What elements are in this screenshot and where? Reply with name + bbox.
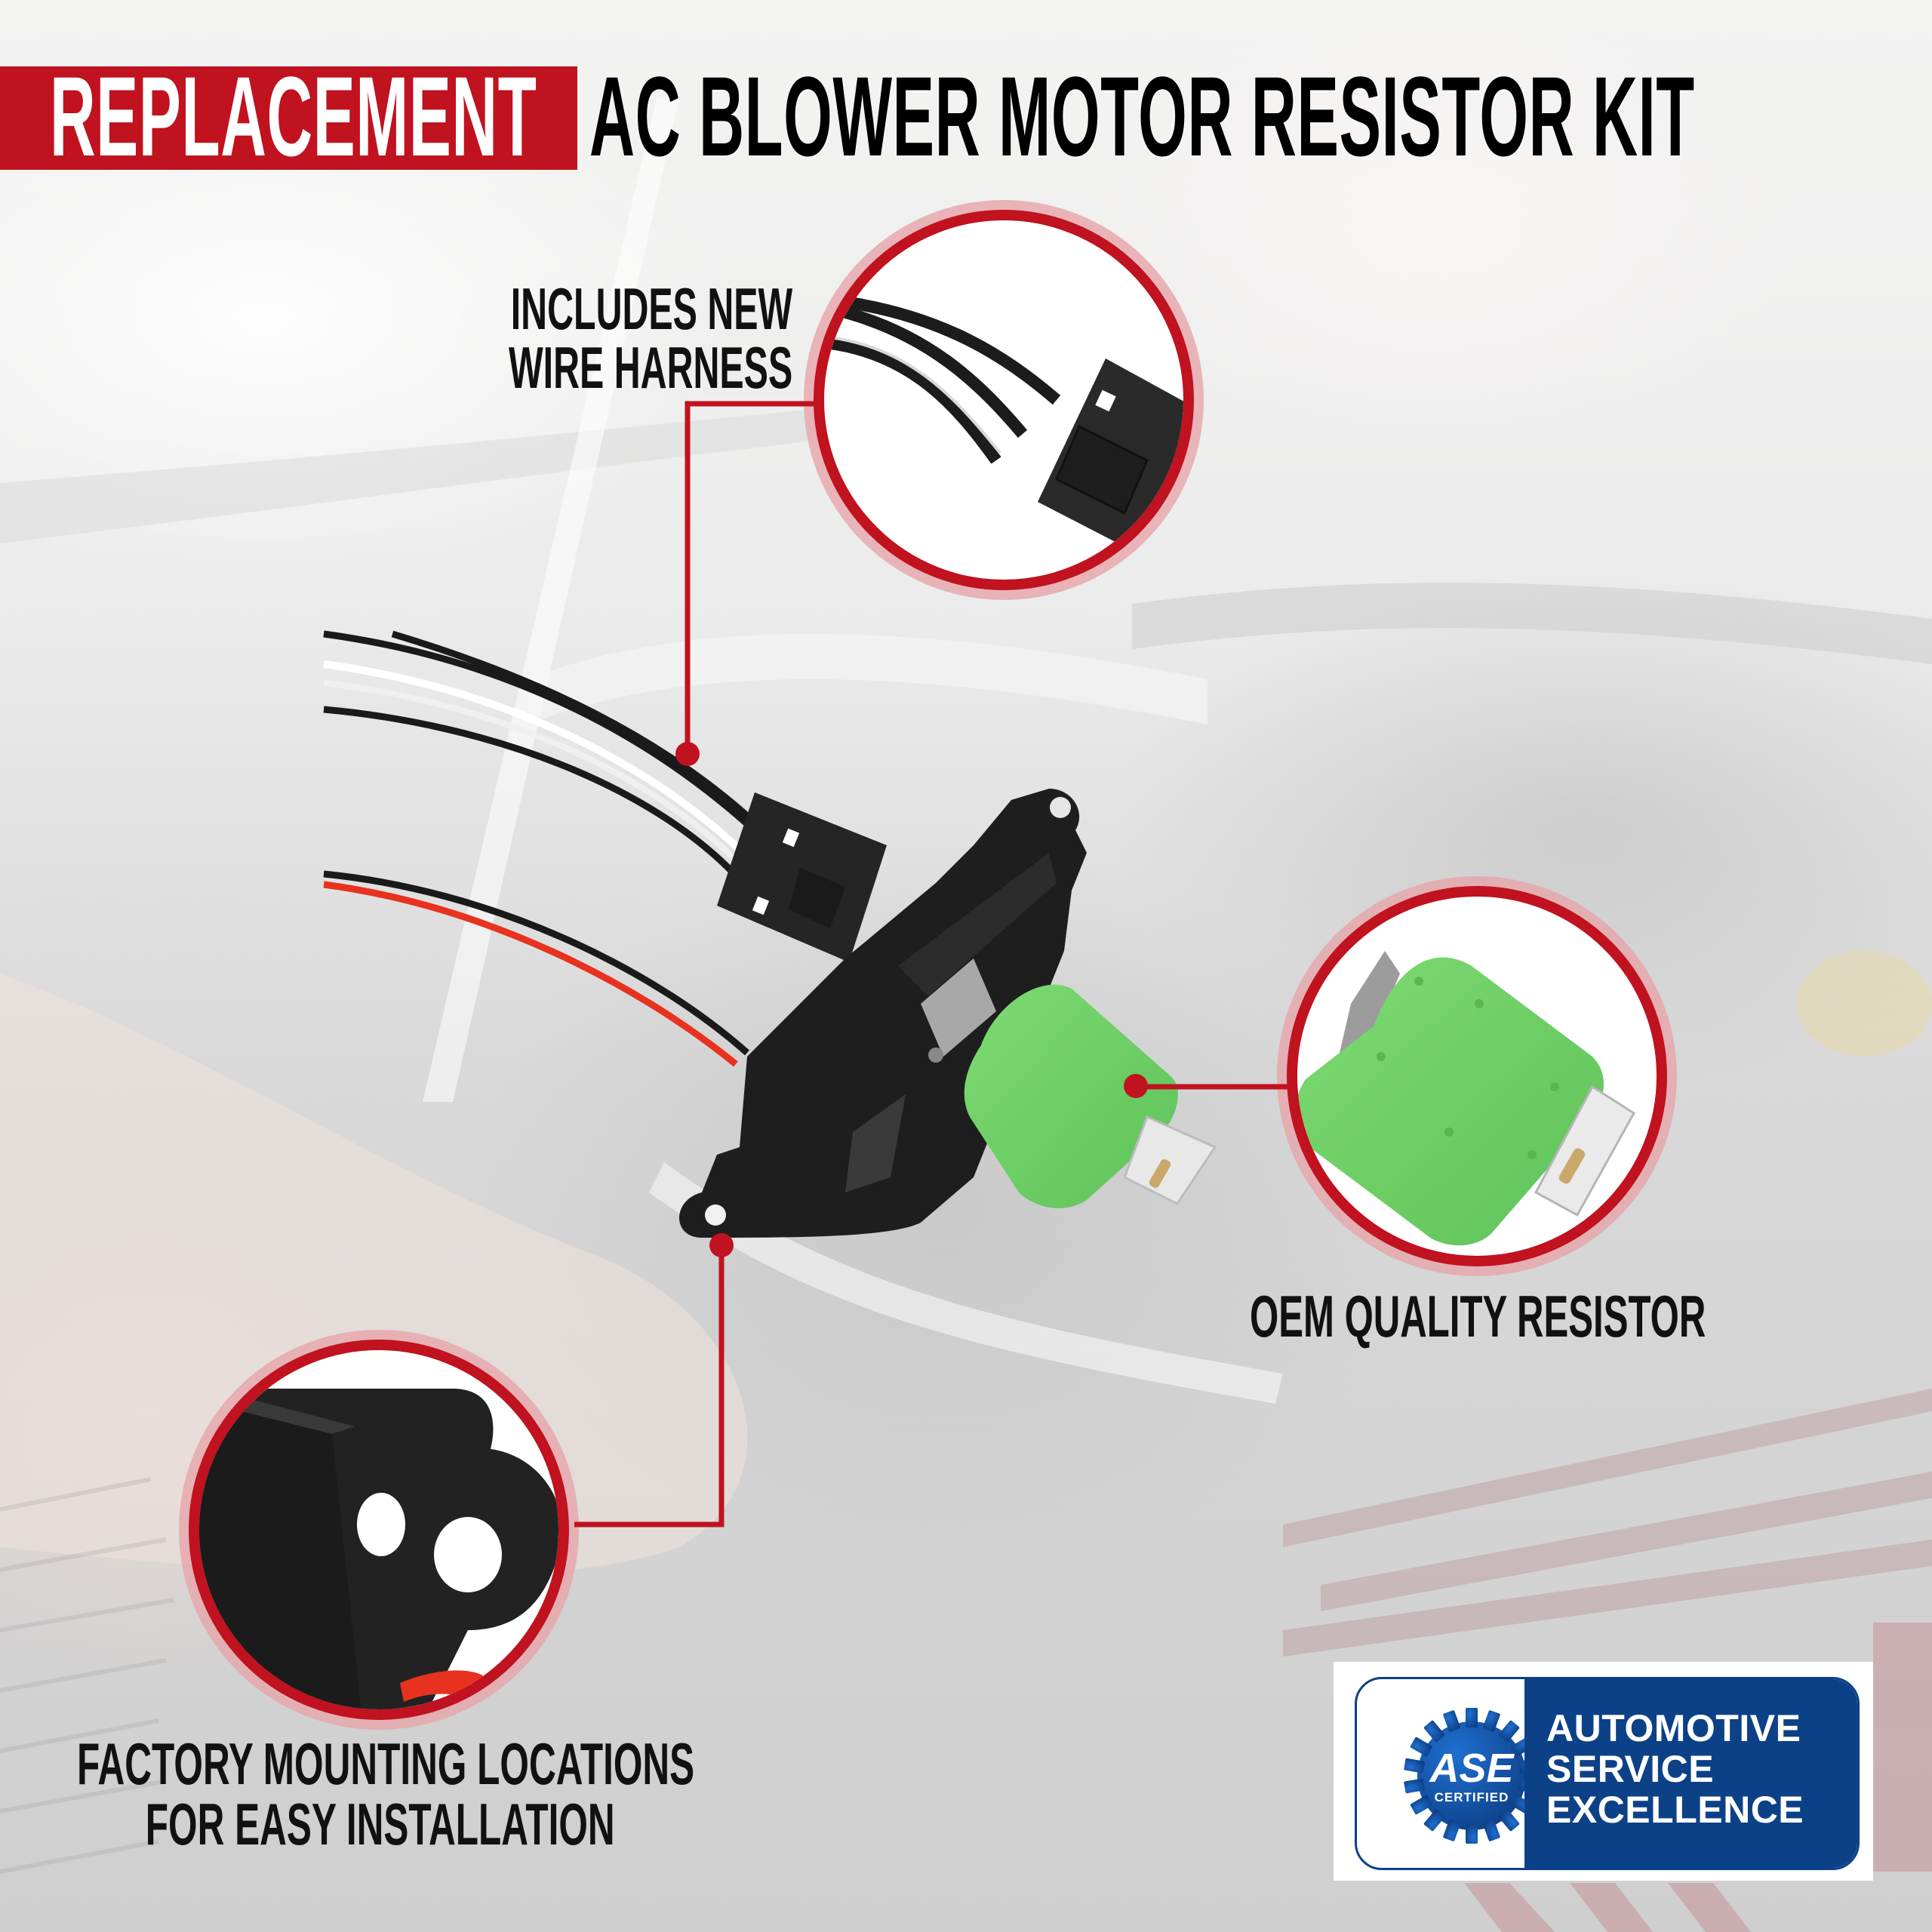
ase-line-service: SERVICE <box>1546 1748 1715 1790</box>
ase-badge-text-panel: AUTOMOTIVE SERVICE EXCELLENCE <box>1524 1679 1857 1868</box>
ase-certification-badge: ASE CERTIFIED AUTOMOTIVE SERVICE EXCELLE… <box>1334 1662 1873 1881</box>
title-main-text: AC BLOWER MOTOR RESISTOR KIT <box>589 53 1695 180</box>
harness-label-line2: WIRE HARNESS <box>509 334 793 401</box>
harness-label-line1: INCLUDES NEW <box>510 275 793 342</box>
mounting-label-line1: FACTORY MOUNTING LOCATIONS <box>77 1730 695 1797</box>
resistor-callout-label: OEM QUALITY RESISTOR <box>1250 1283 1706 1349</box>
ase-line-automotive: AUTOMOTIVE <box>1546 1707 1801 1749</box>
harness-callout-label: INCLUDES NEW WIRE HARNESS <box>507 279 792 397</box>
ase-logo-text: ASE <box>1428 1746 1515 1791</box>
title-highlight-banner <box>0 66 577 170</box>
mounting-callout-label: FACTORY MOUNTING LOCATIONS FOR EASY INST… <box>77 1734 694 1855</box>
ase-gear-icon: ASE CERTIFIED <box>1404 1708 1540 1844</box>
ase-line-excellence: EXCELLENCE <box>1546 1789 1804 1831</box>
ase-logo-subtext: CERTIFIED <box>1435 1790 1509 1804</box>
mounting-label-line2: FOR EASY INSTALLATION <box>145 1791 615 1857</box>
ase-badge-frame: ASE CERTIFIED AUTOMOTIVE SERVICE EXCELLE… <box>1355 1677 1860 1870</box>
title-highlight-text: REPLACEMENT <box>50 53 537 180</box>
ase-badge-text: AUTOMOTIVE SERVICE EXCELLENCE <box>1546 1708 1804 1830</box>
